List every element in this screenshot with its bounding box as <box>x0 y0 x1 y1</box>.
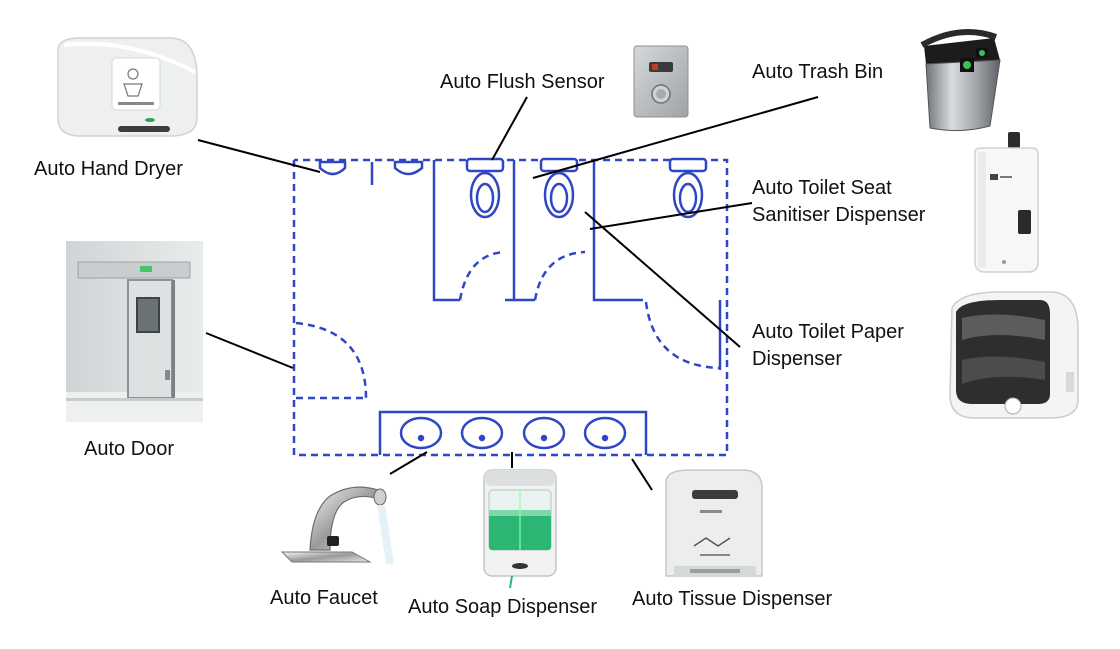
stall-partition <box>592 160 643 302</box>
tissue-dispenser-image <box>665 469 763 577</box>
toilet-paper-image <box>949 291 1079 419</box>
sink <box>399 416 627 450</box>
faucet-image <box>280 486 394 564</box>
leader-lines <box>197 96 819 491</box>
label-flush-sensor: Auto Flush Sensor <box>440 71 605 93</box>
floor-plan <box>292 158 729 457</box>
stall-door-arc <box>533 250 586 301</box>
leader-seat-sanitiser <box>589 202 753 230</box>
label-tissue-dispenser: Auto Tissue Dispenser <box>632 588 833 610</box>
leader-toilet-paper <box>584 211 741 348</box>
label-toilet-paper-line2: Dispenser <box>752 348 843 370</box>
hand-dryer-image <box>57 37 198 137</box>
leader-tissue <box>631 458 653 491</box>
stall-partition <box>505 160 516 302</box>
label-seat-sanitiser-line1: Auto Toilet Seat <box>752 177 892 199</box>
label-door: Auto Door <box>84 438 175 460</box>
soap-dispenser-image <box>483 469 557 589</box>
toilet <box>465 157 505 219</box>
leader-trash-bin <box>532 96 819 179</box>
seat-sanitiser-image <box>974 132 1039 273</box>
toilet <box>668 157 708 219</box>
stall-door-arc <box>644 301 721 370</box>
leader-door <box>205 332 294 369</box>
auto-door-image <box>66 241 203 422</box>
label-hand-dryer: Auto Hand Dryer <box>34 158 183 180</box>
label-faucet: Auto Faucet <box>270 587 378 609</box>
toilet <box>539 157 579 219</box>
entrance-door-arc <box>295 321 368 399</box>
stall-partition <box>432 160 460 302</box>
stall-door-arc <box>458 250 506 301</box>
trash-bin-image <box>920 29 1001 132</box>
label-toilet-paper-line1: Auto Toilet Paper <box>752 321 904 343</box>
leader-flush-sensor <box>491 96 528 161</box>
urinal <box>318 160 424 176</box>
vanity-counter <box>378 410 648 455</box>
label-soap-dispenser: Auto Soap Dispenser <box>408 596 598 618</box>
label-trash-bin: Auto Trash Bin <box>752 61 884 83</box>
leader-hand-dryer <box>197 139 321 173</box>
leader-faucet <box>389 451 428 475</box>
outer-wall <box>292 158 729 457</box>
label-seat-sanitiser-line2: Sanitiser Dispenser <box>752 204 926 226</box>
flush-sensor-image <box>633 45 689 118</box>
